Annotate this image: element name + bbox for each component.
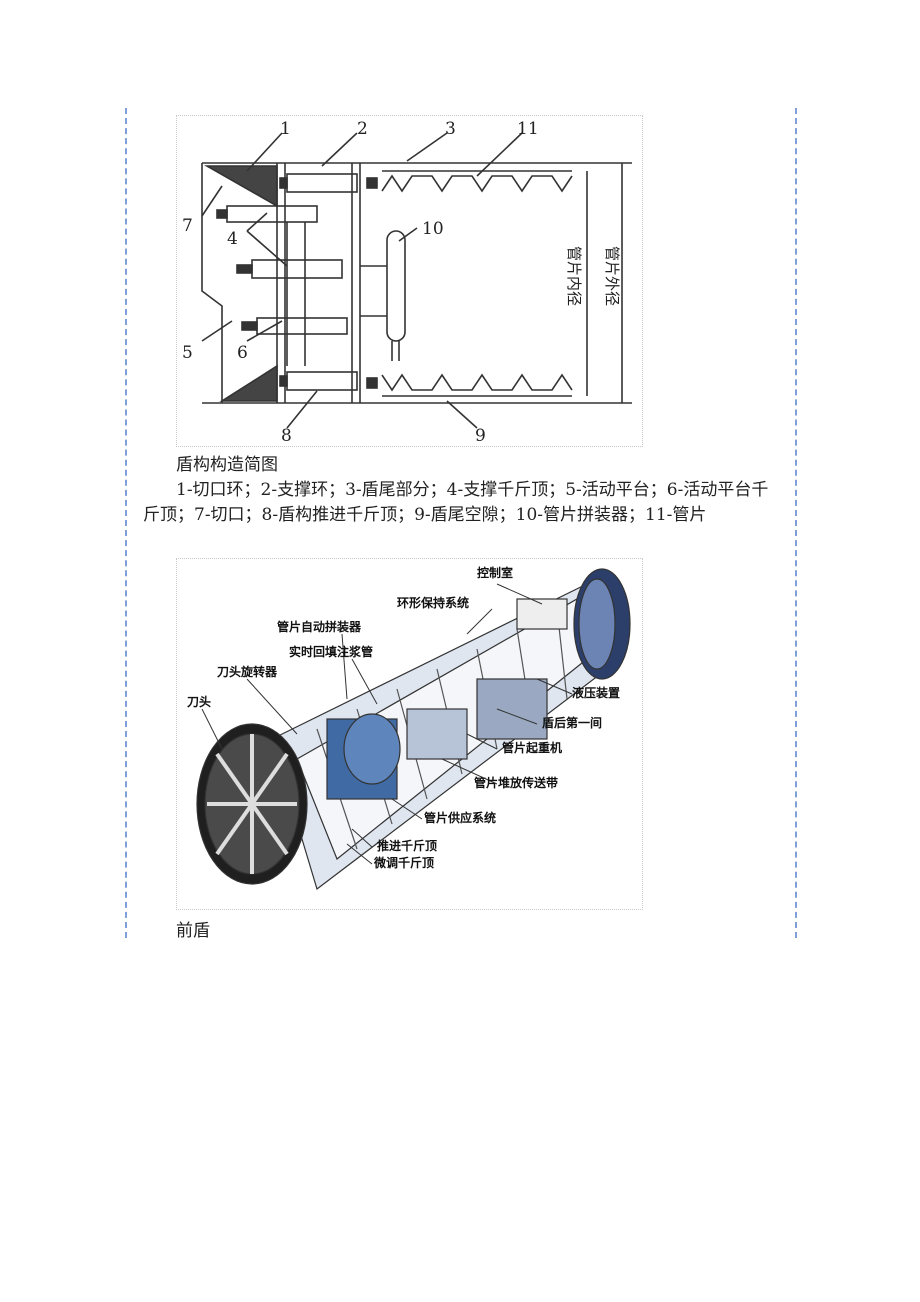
label-first-room: 盾后第一间 <box>542 715 602 730</box>
callout-11: 11 <box>517 119 539 139</box>
figure1-legend: 1-切口环；2-支撑环；3-盾尾部分；4-支撑千斤顶；5-活动平台；6-活动平台… <box>143 480 769 525</box>
label-ring-holder: 环形保持系统 <box>397 595 469 610</box>
callout-8: 8 <box>281 426 292 446</box>
label-hydraulic: 液压装置 <box>572 685 620 700</box>
dim-inner-label: 管片内径 <box>565 246 583 306</box>
label-cutter-head: 刀头 <box>187 694 211 709</box>
callout-7: 7 <box>182 216 193 236</box>
callout-4: 4 <box>227 229 238 249</box>
shield-structure-diagram: 1 2 3 11 7 4 10 5 6 8 9 管片内径 管片外径 <box>176 115 643 447</box>
label-backfill-pipe: 实时回填注浆管 <box>289 644 373 659</box>
right-margin-guide <box>795 108 797 938</box>
callout-6: 6 <box>237 343 248 363</box>
label-fine-jack: 微调千斤顶 <box>373 855 434 870</box>
dim-outer-label: 管片外径 <box>603 246 621 306</box>
callout-3: 3 <box>445 119 456 139</box>
front-shield-cutaway: 控制室 环形保持系统 管片自动拼装器 实时回填注浆管 刀头旋转器 刀头 液压装置… <box>176 558 643 910</box>
callout-1: 1 <box>280 119 291 139</box>
callout-2: 2 <box>357 119 368 139</box>
label-segment-supply: 管片供应系统 <box>424 810 496 825</box>
label-segment-erector: 管片自动拼装器 <box>277 619 362 634</box>
figure1-caption: 盾构构造简图 <box>176 455 278 475</box>
label-segment-conveyor: 管片堆放传送带 <box>474 775 558 790</box>
left-margin-guide <box>125 108 127 938</box>
callout-5: 5 <box>182 343 193 363</box>
label-segment-crane: 管片起重机 <box>502 740 562 755</box>
label-cutter-rotator: 刀头旋转器 <box>217 664 278 679</box>
label-control-room: 控制室 <box>477 565 513 580</box>
callout-10: 10 <box>422 219 444 239</box>
callout-9: 9 <box>475 426 486 446</box>
label-thrust-jack: 推进千斤顶 <box>377 838 437 853</box>
figure2-caption: 前盾 <box>176 921 210 941</box>
